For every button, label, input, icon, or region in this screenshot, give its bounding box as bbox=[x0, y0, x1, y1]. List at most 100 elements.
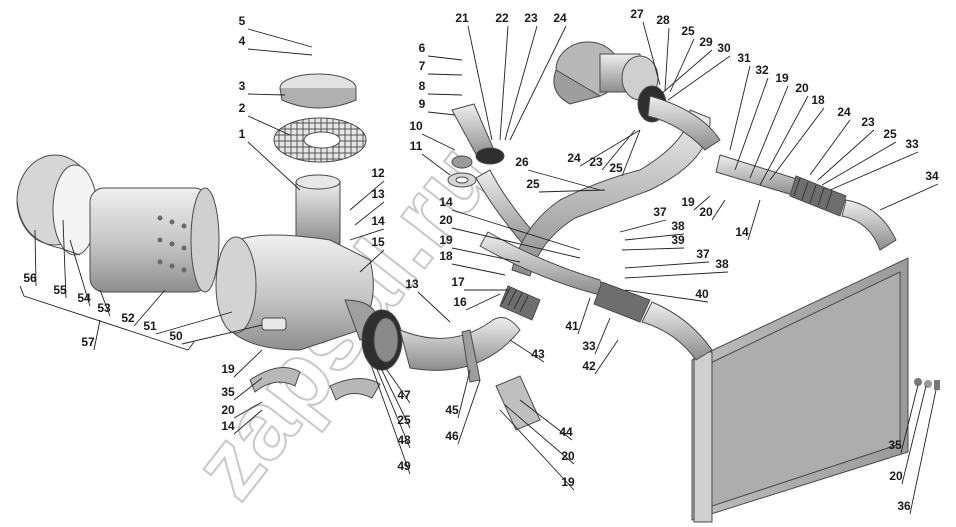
leader-line bbox=[821, 141, 897, 186]
leader-line bbox=[465, 293, 501, 311]
callout-label-56: 56 bbox=[23, 271, 37, 285]
leader-line bbox=[900, 384, 919, 454]
long-intake-pipe bbox=[511, 109, 711, 277]
callout-label-28: 28 bbox=[656, 13, 670, 27]
callout-label-3: 3 bbox=[239, 79, 246, 93]
callout-label-6: 6 bbox=[419, 41, 426, 55]
leader-line bbox=[624, 261, 710, 269]
leader-line bbox=[457, 379, 481, 445]
leader-line bbox=[247, 141, 301, 191]
callout-label-20: 20 bbox=[795, 81, 809, 95]
rubber-hose-corrugated bbox=[475, 169, 541, 321]
leader-line bbox=[379, 359, 411, 404]
leader-line bbox=[624, 233, 685, 241]
callout-label-17: 17 bbox=[451, 275, 465, 289]
callout-label-26: 26 bbox=[515, 155, 529, 169]
leader-line bbox=[729, 65, 751, 151]
leader-line bbox=[499, 409, 575, 491]
leader-line bbox=[621, 129, 641, 177]
leader-line bbox=[747, 199, 761, 241]
leader-line bbox=[133, 289, 166, 327]
callout-label-22: 22 bbox=[495, 11, 509, 25]
callout-label-49: 49 bbox=[397, 459, 411, 473]
callout-label-34: 34 bbox=[925, 169, 939, 183]
callout-label-38: 38 bbox=[715, 257, 729, 271]
callout-label-2: 2 bbox=[239, 101, 246, 115]
callout-label-25: 25 bbox=[609, 161, 623, 175]
callout-label-51: 51 bbox=[143, 319, 157, 333]
leader-line bbox=[624, 271, 729, 279]
callout-label-20: 20 bbox=[889, 469, 903, 483]
leader-line bbox=[99, 289, 111, 317]
callout-label-25: 25 bbox=[397, 413, 411, 427]
leader-line bbox=[519, 399, 573, 441]
callout-label-11: 11 bbox=[410, 139, 423, 153]
callout-label-9: 9 bbox=[419, 97, 426, 111]
leader-line bbox=[667, 55, 731, 101]
filter-housing bbox=[215, 234, 381, 351]
callout-label-46: 46 bbox=[445, 429, 459, 443]
leader-line bbox=[233, 409, 263, 435]
callout-label-24: 24 bbox=[553, 11, 567, 25]
callout-label-19: 19 bbox=[221, 362, 235, 376]
leader-line bbox=[349, 228, 385, 241]
callout-label-35: 35 bbox=[221, 385, 235, 399]
leader-line bbox=[909, 389, 937, 515]
leader-line bbox=[377, 361, 411, 429]
leader-line bbox=[457, 369, 471, 419]
callout-label-25: 25 bbox=[883, 127, 897, 141]
leader-line bbox=[499, 25, 509, 141]
leader-line bbox=[621, 247, 685, 251]
bracket-57 bbox=[19, 285, 195, 351]
leader-line bbox=[451, 209, 581, 251]
elbow-pipe bbox=[399, 317, 521, 371]
callout-label-36: 36 bbox=[897, 499, 911, 513]
leader-line bbox=[421, 133, 456, 151]
leader-line bbox=[427, 111, 456, 116]
leader-line bbox=[901, 385, 927, 485]
callout-label-42: 42 bbox=[582, 359, 596, 373]
callout-label-19: 19 bbox=[681, 195, 695, 209]
leader-line bbox=[711, 199, 726, 221]
leader-line bbox=[619, 219, 667, 233]
turbo-outlet-sleeve bbox=[637, 85, 721, 151]
leader-line bbox=[817, 129, 875, 181]
leader-line bbox=[527, 169, 601, 191]
flange-ring bbox=[447, 155, 477, 188]
callout-label-21: 21 bbox=[455, 11, 469, 25]
leader-line bbox=[594, 339, 619, 375]
callout-label-48: 48 bbox=[397, 433, 411, 447]
callout-label-14: 14 bbox=[371, 214, 385, 228]
callout-label-43: 43 bbox=[531, 347, 545, 361]
leader-line bbox=[427, 73, 463, 76]
callout-label-13: 13 bbox=[405, 277, 419, 291]
leader-line bbox=[247, 115, 291, 136]
leader-line bbox=[359, 249, 385, 273]
callout-label-27: 27 bbox=[630, 7, 644, 21]
leader-line bbox=[509, 25, 567, 141]
fasteners-bottom-right bbox=[914, 378, 940, 390]
callout-label-40: 40 bbox=[695, 287, 709, 301]
callout-label-31: 31 bbox=[737, 51, 751, 65]
filter-inlet-pipe bbox=[295, 174, 341, 245]
leader-line bbox=[427, 93, 463, 96]
callout-label-1: 1 bbox=[239, 127, 246, 141]
callout-label-25: 25 bbox=[526, 177, 540, 191]
callout-label-37: 37 bbox=[653, 205, 667, 219]
callout-label-33: 33 bbox=[905, 137, 919, 151]
leader-line bbox=[427, 55, 463, 61]
leader-line bbox=[34, 229, 37, 287]
callout-label-4: 4 bbox=[239, 34, 246, 48]
leader-line bbox=[769, 107, 825, 181]
leader-line bbox=[369, 361, 411, 475]
filter-element-cylinder bbox=[89, 187, 220, 293]
callout-label-14: 14 bbox=[439, 195, 453, 209]
callout-label-13: 13 bbox=[371, 187, 385, 201]
leader-line bbox=[659, 49, 713, 96]
callout-label-52: 52 bbox=[121, 311, 135, 325]
charge-air-hose-right bbox=[789, 175, 897, 251]
callout-label-57: 57 bbox=[81, 335, 95, 349]
charge-air-pipe bbox=[715, 154, 801, 197]
